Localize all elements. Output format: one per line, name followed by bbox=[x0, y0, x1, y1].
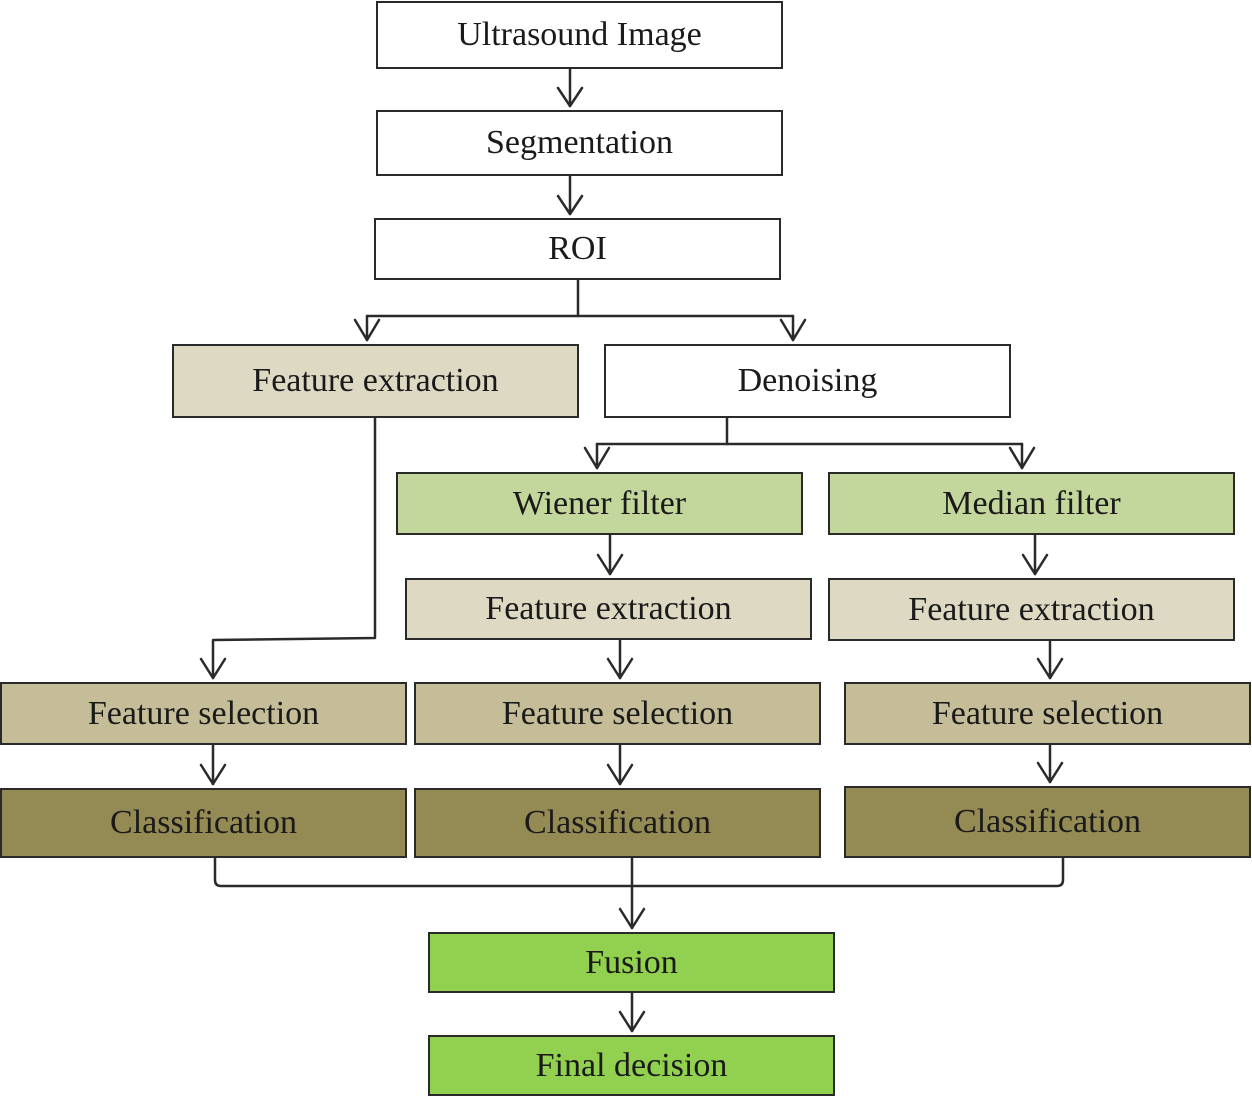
arrow-selection-to-classification-right bbox=[1036, 743, 1064, 784]
arrow-median-to-extraction bbox=[1021, 533, 1049, 576]
segmentation-box: Segmentation bbox=[376, 110, 783, 176]
arrow-fusion-to-final bbox=[618, 991, 646, 1033]
arrow-selection-to-classification-middle bbox=[606, 743, 634, 786]
feature-extraction-median-box: Feature extraction bbox=[828, 578, 1235, 641]
arrow-extraction-to-selection-left bbox=[199, 416, 377, 680]
final-decision-label: Final decision bbox=[535, 1046, 728, 1084]
feature-selection-median-box: Feature selection bbox=[844, 682, 1251, 745]
classification-direct-box: Classification bbox=[0, 788, 407, 858]
fusion-label: Fusion bbox=[585, 943, 678, 981]
feature-extraction-direct-label: Feature extraction bbox=[252, 362, 499, 399]
roi-label: ROI bbox=[548, 230, 607, 267]
ultrasound-image-label: Ultrasound Image bbox=[457, 16, 702, 53]
wiener-filter-box: Wiener filter bbox=[396, 472, 803, 535]
classification-median-label: Classification bbox=[954, 803, 1141, 840]
wiener-filter-label: Wiener filter bbox=[512, 484, 687, 522]
arrow-wiener-to-extraction bbox=[596, 533, 624, 576]
final-decision-box: Final decision bbox=[428, 1035, 835, 1096]
classification-wiener-label: Classification bbox=[524, 804, 711, 841]
arrow-segmentation-to-roi bbox=[556, 174, 584, 216]
classification-direct-label: Classification bbox=[110, 804, 297, 841]
feature-selection-direct-box: Feature selection bbox=[0, 682, 407, 745]
arrow-selection-to-classification-left bbox=[199, 743, 227, 786]
arrow-ultrasound-to-segmentation bbox=[556, 66, 584, 108]
median-filter-label: Median filter bbox=[942, 484, 1121, 522]
split-denoising bbox=[583, 416, 1036, 470]
feature-extraction-wiener-box: Feature extraction bbox=[405, 578, 812, 640]
roi-box: ROI bbox=[374, 218, 781, 280]
feature-selection-median-label: Feature selection bbox=[931, 694, 1164, 732]
feature-extraction-median-label: Feature extraction bbox=[908, 590, 1155, 628]
median-filter-box: Median filter bbox=[828, 472, 1235, 535]
segmentation-label: Segmentation bbox=[486, 124, 673, 161]
feature-selection-direct-label: Feature selection bbox=[87, 694, 320, 732]
denoising-box: Denoising bbox=[604, 344, 1011, 418]
arrow-extraction-to-selection-middle bbox=[606, 638, 634, 680]
feature-extraction-direct-box: Feature extraction bbox=[172, 344, 579, 418]
classification-median-box: Classification bbox=[844, 786, 1251, 858]
merge-to-fusion bbox=[213, 856, 1065, 930]
denoising-label: Denoising bbox=[737, 362, 878, 399]
feature-selection-wiener-label: Feature selection bbox=[501, 694, 734, 732]
feature-selection-wiener-box: Feature selection bbox=[414, 682, 821, 745]
split-roi bbox=[353, 278, 807, 342]
classification-wiener-box: Classification bbox=[414, 788, 821, 858]
fusion-box: Fusion bbox=[428, 932, 835, 993]
ultrasound-image-box: Ultrasound Image bbox=[376, 1, 783, 69]
feature-extraction-wiener-label: Feature extraction bbox=[485, 590, 732, 627]
arrow-extraction-to-selection-right bbox=[1036, 639, 1064, 680]
